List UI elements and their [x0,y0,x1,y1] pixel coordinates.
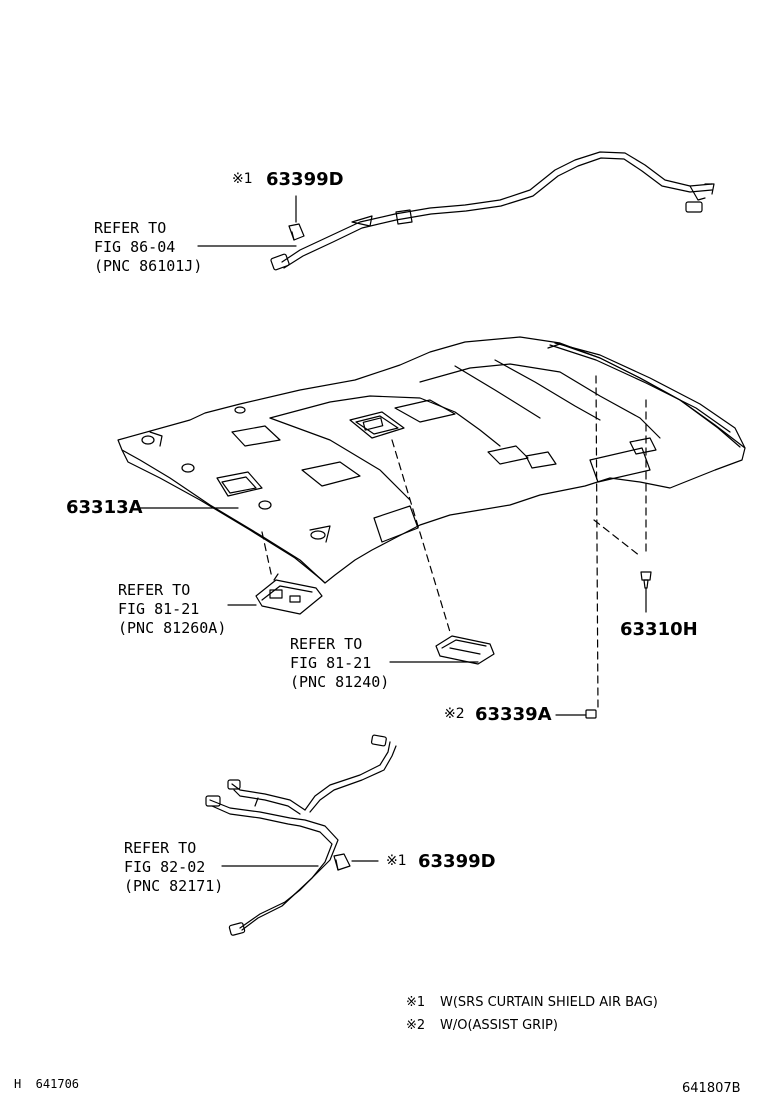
callout-lamp-center-line1: REFER TO [290,635,363,653]
clip-bottom-part-number: 63399D [418,851,496,872]
headliner-part-number: 63313A [66,497,143,518]
top-wire-harness [270,151,715,271]
footer-left-code: H 641706 [14,1077,80,1091]
note-2-mark: ※2 [406,1018,426,1033]
callout-lamp-left-line3: (PNC 81260A) [118,619,227,637]
clip-top-part-number: 63399D [266,169,344,190]
callout-wire-top-line3: (PNC 86101J) [94,257,203,275]
callout-lamp-center-line2: FIG 81-21 [290,654,372,672]
room-lamp-center [435,635,495,665]
room-lamp-left [255,573,323,615]
plug-mark: ※2 [444,706,465,722]
assembly-dash-lines [261,375,647,711]
callout-lamp-center-line3: (PNC 81240) [290,673,390,691]
callout-wire-bottom-line3: (PNC 82171) [124,877,224,895]
callout-lamp-left-line1: REFER TO [118,581,191,599]
headliner-panel [117,336,746,584]
clip-top-mark: ※1 [232,171,253,187]
callout-wire-top-line1: REFER TO [94,219,167,237]
callout-wire-bottom-line2: FIG 82-02 [124,858,206,876]
fastener-63310h [640,571,652,613]
note-2-text: W/O(ASSIST GRIP) [440,1018,558,1033]
callout-wire-top-line2: FIG 86-04 [94,238,176,256]
callout-wire-bottom-line1: REFER TO [124,839,197,857]
callout-lamp-left-line2: FIG 81-21 [118,600,200,618]
bottom-wire-harness [205,734,397,936]
plug-part-number: 63339A [475,704,552,725]
clip-63399d-bottom [333,853,379,871]
plug-63339a [555,709,597,719]
footer-figure-code: 641807B [682,1081,741,1096]
clip-bottom-mark: ※1 [386,853,407,869]
note-1-mark: ※1 [406,995,426,1010]
clip-63399d-top [288,195,305,241]
note-1-text: W(SRS CURTAIN SHIELD AIR BAG) [440,995,658,1010]
fastener-part-number: 63310H [620,619,698,640]
